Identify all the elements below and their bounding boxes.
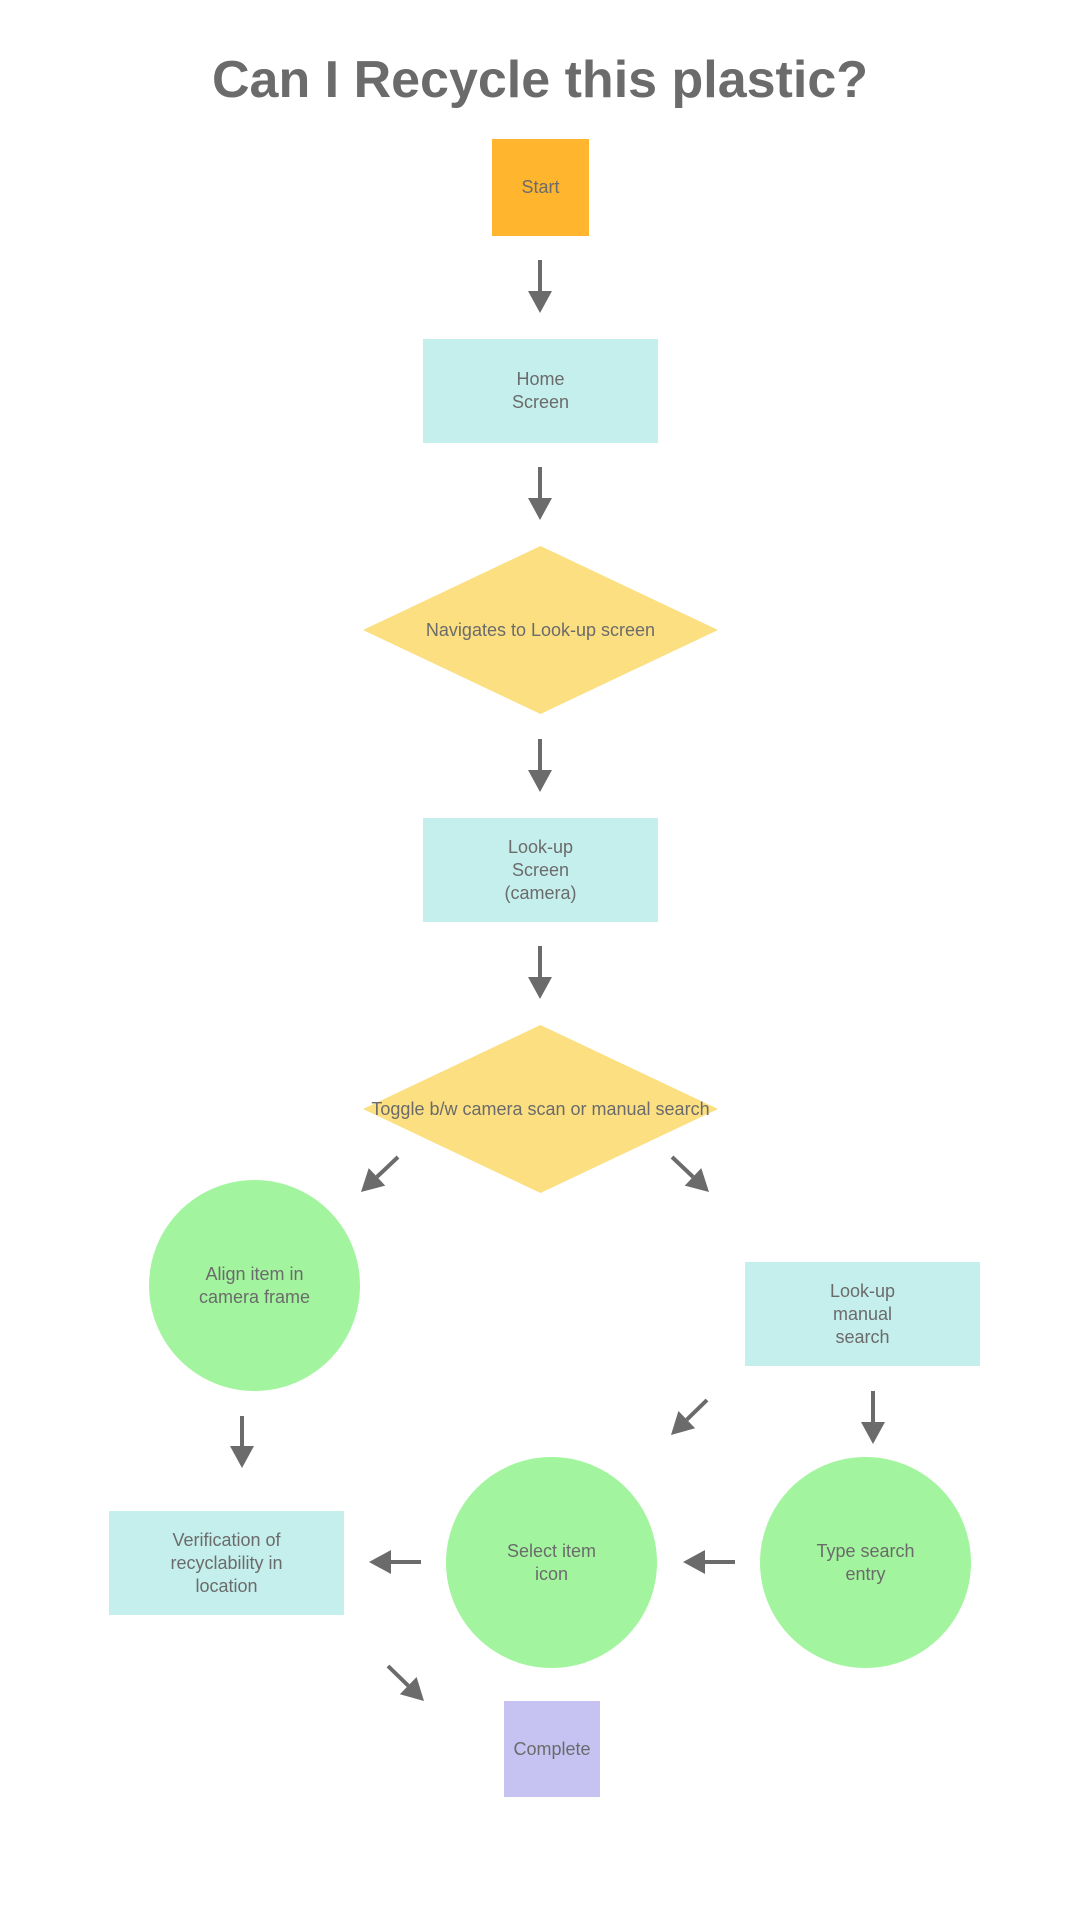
verification-label: Verification of recyclability in locatio… [170,1529,283,1596]
align-item-label: Align item in camera frame [198,1263,311,1307]
type-search-label: Type search entry [816,1540,915,1584]
toggle-diamond-shape [363,1025,718,1193]
navigate-decision-node: Navigates to Look-up screen [363,546,718,714]
select-item-node: Select item icon [446,1457,657,1668]
complete-label: Complete [513,1738,591,1759]
lookup-manual-node: Look-up manual search [745,1262,980,1366]
arrow-select-to-verification [369,1550,421,1574]
select-item-label: Select item icon [506,1540,597,1584]
arrow-verification-to-complete [386,1664,424,1701]
toggle-decision-label: Toggle b/w camera scan or manual search [371,1098,710,1119]
arrow-start-to-home [528,260,552,313]
lookup-camera-label: Look-up Screen (camera) [504,836,577,903]
verification-node: Verification of recyclability in locatio… [109,1511,344,1615]
home-screen-node: Home Screen [423,339,658,443]
arrow-lookup-to-toggle [528,946,552,999]
lookup-manual-label: Look-up manual search [829,1280,896,1347]
home-screen-label: Home Screen [511,369,570,412]
type-search-node: Type search entry [760,1457,971,1668]
arrow-type-to-select [683,1550,735,1574]
complete-node: Complete [504,1701,600,1797]
arrow-toggle-to-align [361,1155,400,1192]
align-item-node: Align item in camera frame [149,1180,360,1391]
arrow-manual-to-select [671,1398,709,1435]
diagram-title: Can I Recycle this plastic? [211,51,869,109]
arrow-navigate-to-lookup [528,739,552,792]
navigate-decision-label: Navigates to Look-up screen [425,619,656,640]
lookup-camera-node: Look-up Screen (camera) [423,818,658,922]
arrow-align-to-verification [230,1416,254,1468]
arrow-toggle-to-manual [670,1155,709,1192]
start-node-label: Start [521,177,560,197]
arrow-manual-to-type [861,1391,885,1444]
navigate-diamond-shape [363,546,718,714]
arrow-home-to-navigate [528,467,552,520]
toggle-decision-node: Toggle b/w camera scan or manual search [363,1025,718,1193]
start-node: Start [492,139,589,236]
